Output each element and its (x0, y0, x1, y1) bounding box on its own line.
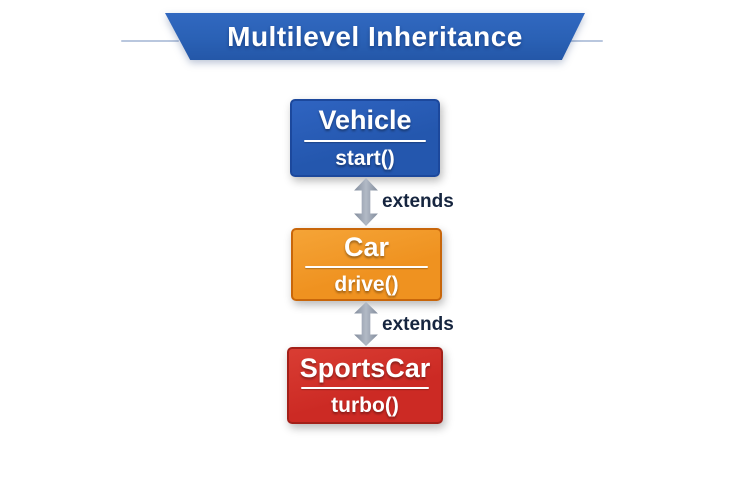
title-banner: Multilevel Inheritance (165, 13, 585, 60)
page-title: Multilevel Inheritance (227, 20, 523, 52)
extends-label: extends (382, 191, 454, 212)
decorative-line-left (121, 40, 179, 42)
node-car: Car drive() (291, 228, 442, 301)
node-sportscar-name: SportsCar (299, 352, 431, 383)
node-divider (303, 139, 427, 142)
node-car-method: drive() (334, 273, 399, 297)
node-sportscar: SportsCar turbo() (287, 347, 443, 424)
node-divider (304, 266, 429, 269)
node-divider (301, 387, 429, 390)
decorative-line-right (561, 40, 603, 42)
node-sportscar-method: turbo() (331, 394, 399, 418)
double-arrow-icon (354, 178, 378, 226)
node-vehicle: Vehicle start() (290, 99, 440, 177)
node-vehicle-name: Vehicle (318, 105, 412, 136)
node-car-name: Car (343, 231, 390, 262)
node-vehicle-method: start() (335, 146, 395, 170)
extends-label: extends (382, 314, 454, 335)
title-banner-shape: Multilevel Inheritance (165, 13, 585, 60)
double-arrow-icon (354, 302, 378, 346)
